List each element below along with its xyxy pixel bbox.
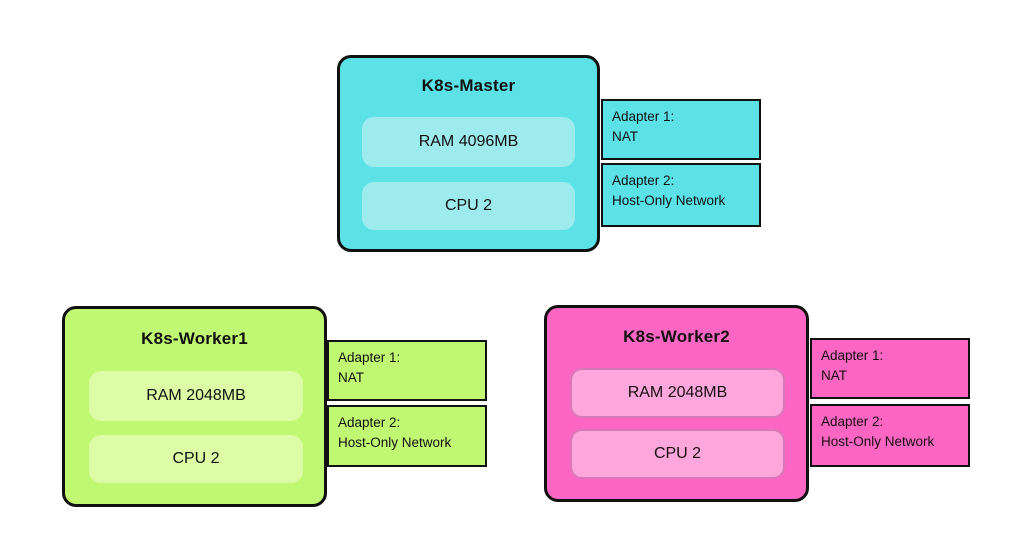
worker2-ram-spec-box: RAM 2048MB bbox=[570, 368, 785, 418]
adapter2-label: Adapter 2: bbox=[821, 414, 884, 429]
adapter1-label: Adapter 1: bbox=[338, 350, 401, 365]
adapter1-value: NAT bbox=[612, 129, 638, 145]
adapter2-label: Adapter 2: bbox=[338, 415, 401, 430]
vm-node-worker1: Adapter 1: NAT Adapter 2: Host-Only Netw… bbox=[62, 306, 488, 507]
adapter1-label: Adapter 1: bbox=[821, 348, 884, 363]
adapter2-value: Host-Only Network bbox=[612, 193, 726, 209]
worker1-ram-spec-box: RAM 2048MB bbox=[89, 371, 303, 421]
worker1-adapter2-box: Adapter 2: Host-Only Network bbox=[327, 405, 487, 467]
worker2-cpu-spec-box: CPU 2 bbox=[570, 429, 785, 479]
adapter2-label: Adapter 2: bbox=[612, 173, 675, 188]
worker1-adapter1-box: Adapter 1: NAT bbox=[327, 340, 487, 401]
adapter2-value: Host-Only Network bbox=[821, 434, 935, 450]
master-adapter2-box: Adapter 2: Host-Only Network bbox=[601, 163, 761, 227]
vm-node-master: Adapter 1: NAT Adapter 2: Host-Only Netw… bbox=[337, 55, 763, 254]
master-vm-title: K8s-Master bbox=[421, 76, 516, 95]
worker2-adapter1-box: Adapter 1: NAT bbox=[810, 338, 970, 399]
adapter1-value: NAT bbox=[821, 368, 847, 384]
vm-node-worker2: Adapter 1: NAT Adapter 2: Host-Only Netw… bbox=[544, 305, 971, 502]
worker2-adapter2-box: Adapter 2: Host-Only Network bbox=[810, 404, 970, 467]
worker2-vm-title: K8s-Worker2 bbox=[623, 327, 730, 346]
master-ram-spec-box: RAM 4096MB bbox=[362, 117, 575, 167]
adapter1-value: NAT bbox=[338, 370, 364, 386]
adapter1-label: Adapter 1: bbox=[612, 109, 675, 124]
adapter2-value: Host-Only Network bbox=[338, 435, 452, 451]
worker1-vm-title: K8s-Worker1 bbox=[141, 329, 248, 348]
master-adapter1-box: Adapter 1: NAT bbox=[601, 99, 761, 160]
master-cpu-spec-box: CPU 2 bbox=[362, 182, 575, 230]
worker1-cpu-spec-box: CPU 2 bbox=[89, 435, 303, 483]
